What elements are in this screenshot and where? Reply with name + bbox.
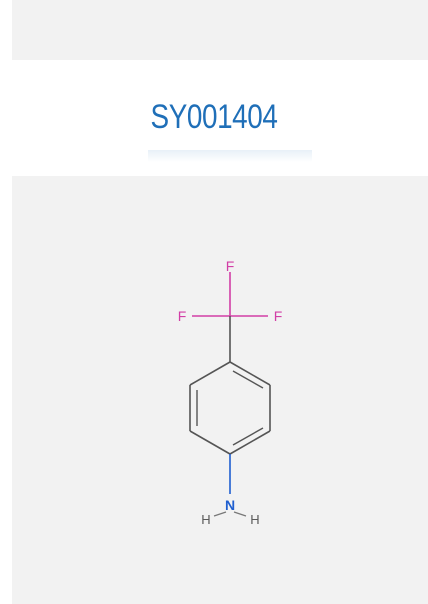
atom-f-left: F [178,308,187,324]
title-reflection [148,150,312,162]
ring-bond-3 [229,430,271,455]
atom-f-right: F [274,308,283,324]
atom-h-left: H [201,512,210,527]
bond-n-h-left [213,511,227,517]
product-id-link[interactable]: SY001404 [150,98,278,136]
atom-h-right: H [250,512,259,527]
bond-n-h-right [233,511,247,517]
top-card [12,0,428,60]
structure-image: F F F N H H [12,176,428,604]
ring-bond-4 [189,430,231,455]
ring-double-2 [232,427,264,446]
ring-bond-6 [189,361,231,386]
atom-f-top: F [226,258,235,274]
ring-double-1 [232,370,264,389]
atom-n: N [225,497,235,513]
ring-bond-1 [229,361,271,386]
molecule-diagram: F F F N H H [178,258,283,527]
